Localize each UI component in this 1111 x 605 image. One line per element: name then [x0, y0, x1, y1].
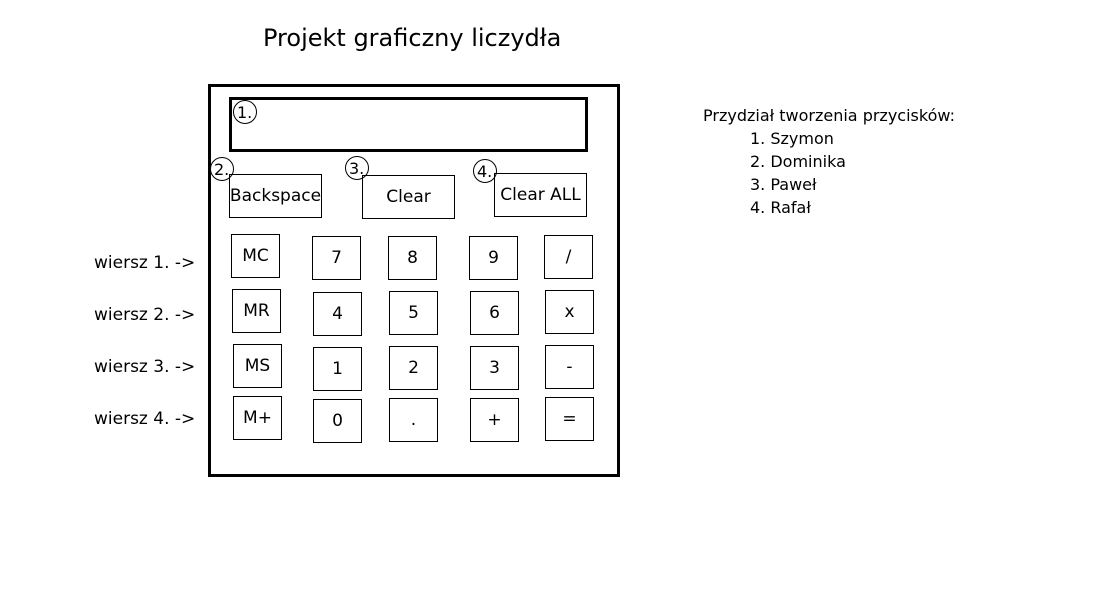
clear-marker: 3. [345, 156, 369, 180]
clear-all-marker: 4. [473, 159, 497, 183]
clear-button[interactable]: Clear [362, 175, 455, 219]
clear-all-button[interactable]: Clear ALL [494, 173, 587, 217]
assignment-list: 1. Szymon 2. Dominika 3. Paweł 4. Rafał [703, 127, 955, 219]
row-label-3: wiersz 3. -> [94, 357, 196, 377]
key-7-button[interactable]: 7 [312, 236, 361, 280]
assignment-item: 4. Rafał [750, 198, 811, 217]
row-label-1: wiersz 1. -> [94, 253, 196, 273]
assignment-item: 1. Szymon [750, 129, 834, 148]
ms-button[interactable]: MS [233, 344, 282, 388]
calculator-display [229, 97, 588, 152]
subtract-button[interactable]: - [545, 345, 594, 389]
multiply-button[interactable]: x [545, 290, 594, 334]
key-6-button[interactable]: 6 [470, 291, 519, 335]
assignment-panel: Przydział tworzenia przycisków: 1. Szymo… [703, 104, 955, 219]
key-1-button[interactable]: 1 [313, 347, 362, 391]
decimal-point-button[interactable]: . [389, 398, 438, 442]
mc-button[interactable]: MC [231, 234, 280, 278]
key-9-button[interactable]: 9 [469, 236, 518, 280]
assignment-item: 3. Paweł [750, 175, 817, 194]
calculator-frame [208, 84, 620, 477]
assignment-heading: Przydział tworzenia przycisków: [703, 106, 955, 125]
page-title: Projekt graficzny liczydła [263, 24, 562, 52]
assignment-item: 2. Dominika [750, 152, 846, 171]
row-label-2: wiersz 2. -> [94, 305, 196, 325]
add-button[interactable]: + [470, 398, 519, 442]
key-4-button[interactable]: 4 [313, 292, 362, 336]
key-5-button[interactable]: 5 [389, 291, 438, 335]
m-plus-button[interactable]: M+ [233, 396, 282, 440]
key-0-button[interactable]: 0 [313, 399, 362, 443]
equals-button[interactable]: = [545, 397, 594, 441]
key-3-button[interactable]: 3 [470, 346, 519, 390]
row-label-4: wiersz 4. -> [94, 409, 196, 429]
mr-button[interactable]: MR [232, 289, 281, 333]
display-marker: 1. [233, 100, 257, 124]
key-8-button[interactable]: 8 [388, 236, 437, 280]
divide-button[interactable]: / [544, 235, 593, 279]
backspace-marker: 2. [210, 157, 234, 181]
backspace-button[interactable]: Backspace [229, 174, 322, 218]
key-2-button[interactable]: 2 [389, 346, 438, 390]
